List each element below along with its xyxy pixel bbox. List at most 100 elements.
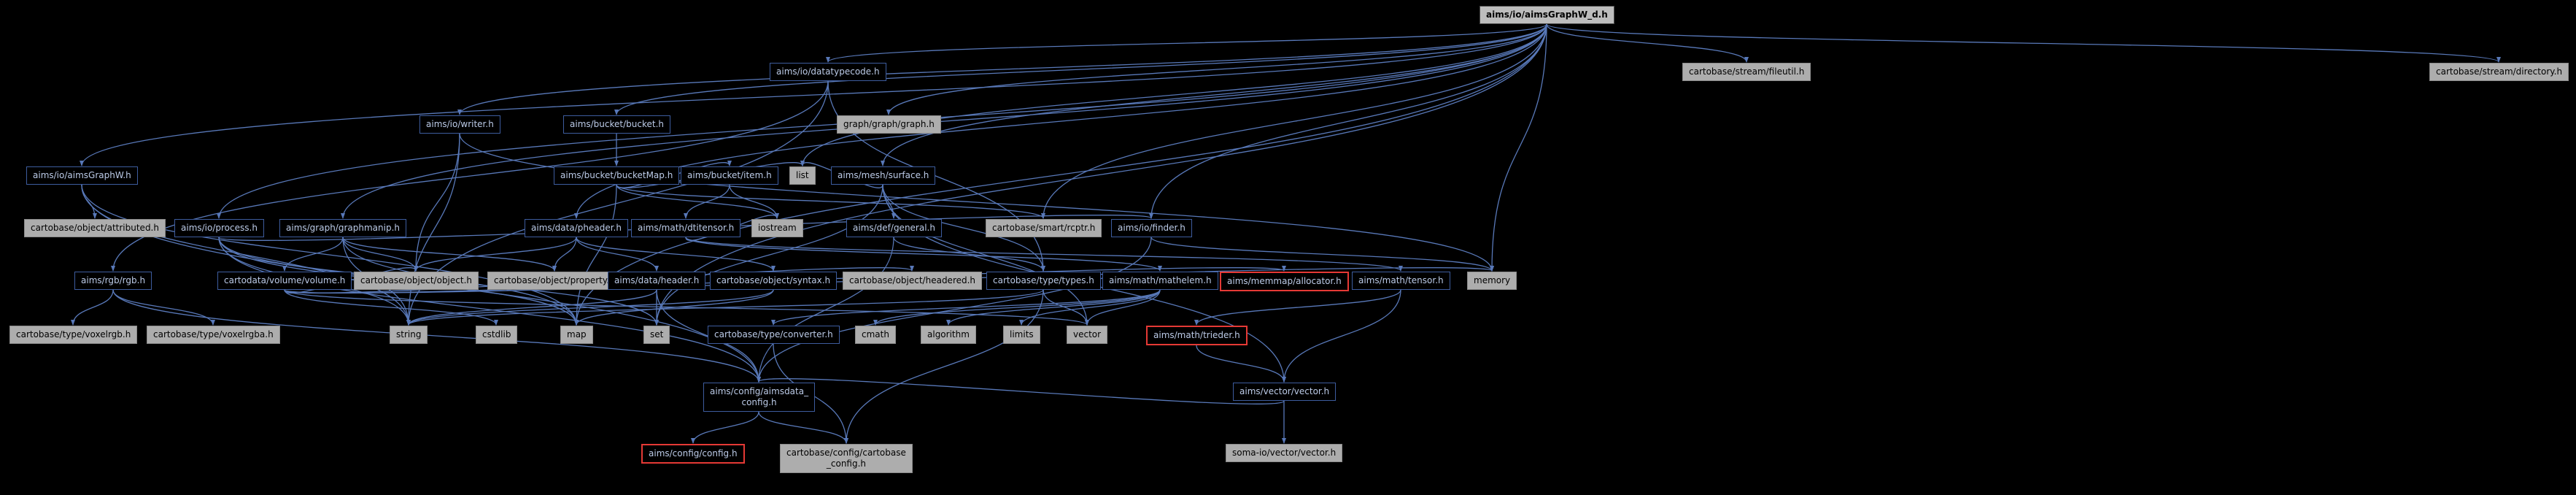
include-edge-general-to-types bbox=[893, 237, 1045, 272]
include-edge-rgb-to-voxelrgba bbox=[112, 289, 215, 326]
include-edge-dtitensor-to-mathelem bbox=[685, 237, 1162, 272]
include-node-headered: cartobase/object/headered.h bbox=[843, 272, 983, 290]
include-edge-tensor-to-aimsvector bbox=[1282, 289, 1401, 383]
include-node-item[interactable]: aims/bucket/item.h bbox=[681, 166, 778, 185]
include-edge-syntax-to-map bbox=[574, 289, 774, 326]
include-edge-surface-to-general bbox=[882, 184, 896, 219]
include-node-aimsdata[interactable]: aims/config/aimsdata_ config.h bbox=[703, 383, 816, 412]
include-edge-types-to-cartobase_config bbox=[844, 289, 1044, 444]
include-edge-volume-to-cstdlib bbox=[284, 289, 498, 326]
include-node-trieder[interactable]: aims/math/trieder.h bbox=[1146, 326, 1248, 345]
include-edge-volume-to-vector bbox=[284, 289, 1089, 326]
include-node-map: map bbox=[560, 326, 593, 344]
include-edge-header-to-string bbox=[406, 289, 657, 326]
include-node-rgb[interactable]: aims/rgb/rgb.h bbox=[74, 272, 152, 290]
include-edge-surface-to-types bbox=[882, 184, 1045, 272]
include-node-rcptr: cartobase/smart/rcptr.h bbox=[986, 219, 1102, 237]
include-edge-main-to-memory bbox=[1490, 23, 1547, 272]
include-edge-rgb-to-aimsdata bbox=[112, 289, 761, 383]
include-node-config[interactable]: aims/config/config.h bbox=[641, 444, 745, 464]
include-node-mathelem[interactable]: aims/math/mathelem.h bbox=[1102, 272, 1218, 290]
include-edge-aimsgraphw-to-map bbox=[81, 184, 579, 326]
include-edge-item-to-dtitensor bbox=[684, 184, 730, 219]
include-edge-surface-to-vector bbox=[882, 184, 1089, 326]
include-node-voxelrgba: cartobase/type/voxelrgba.h bbox=[147, 326, 280, 344]
include-edge-main-to-map bbox=[574, 23, 1547, 326]
include-node-writer[interactable]: aims/io/writer.h bbox=[419, 115, 500, 134]
include-edge-tensor-to-trieder bbox=[1194, 289, 1401, 326]
include-node-general[interactable]: aims/def/general.h bbox=[846, 219, 942, 237]
include-node-object: cartobase/object/object.h bbox=[354, 272, 479, 290]
include-node-cartobase_config: cartobase/config/cartobase _config.h bbox=[780, 444, 913, 473]
include-edge-item-to-iostream bbox=[729, 184, 779, 219]
include-node-memory: memory bbox=[1467, 272, 1517, 290]
include-node-dtitensor[interactable]: aims/math/dtitensor.h bbox=[631, 219, 741, 237]
include-edge-mathelem-to-cmath bbox=[873, 289, 1161, 326]
include-edge-graphmanip-to-volume bbox=[282, 237, 344, 272]
include-node-surface[interactable]: aims/mesh/surface.h bbox=[831, 166, 936, 185]
include-node-syntax[interactable]: cartobase/object/syntax.h bbox=[710, 272, 838, 290]
include-edge-main-to-bucket bbox=[614, 23, 1547, 115]
include-node-header[interactable]: aims/data/header.h bbox=[608, 272, 706, 290]
include-node-cstdlib: cstdlib bbox=[476, 326, 518, 344]
include-node-property: cartobase/object/property.h bbox=[487, 272, 622, 290]
include-node-aimsgraphw[interactable]: aims/io/aimsGraphW.h bbox=[26, 166, 138, 185]
include-node-aimsvector[interactable]: aims/vector/vector.h bbox=[1233, 383, 1337, 401]
include-node-string: string bbox=[390, 326, 428, 344]
include-node-datatypecode[interactable]: aims/io/datatypecode.h bbox=[770, 63, 886, 81]
include-node-somavector: soma-io/vector/vector.h bbox=[1226, 444, 1343, 462]
include-edge-main-to-surface bbox=[881, 23, 1547, 166]
include-edge-finder-to-aimsdata bbox=[757, 237, 1152, 383]
include-edge-main-to-fileutil bbox=[1546, 23, 1749, 63]
include-edge-main-to-pheader bbox=[574, 23, 1547, 219]
include-edge-graphmanip-to-property bbox=[342, 237, 557, 272]
include-edge-general-to-aimsdata bbox=[757, 237, 894, 383]
include-node-cmath: cmath bbox=[855, 326, 896, 344]
include-node-main[interactable]: aims/io/aimsGraphW_d.h bbox=[1480, 6, 1614, 24]
include-edge-aimsdata-to-cartobase_config bbox=[758, 411, 848, 444]
include-node-finder[interactable]: aims/io/finder.h bbox=[1111, 219, 1192, 237]
include-node-limits: limits bbox=[1003, 326, 1040, 344]
include-edge-main-to-graphmanip bbox=[341, 23, 1547, 219]
include-node-algorithm: algorithm bbox=[921, 326, 976, 344]
include-edge-writer-to-object bbox=[414, 133, 460, 272]
include-edge-types-to-string bbox=[406, 289, 1044, 326]
include-edge-process-to-aimsdata bbox=[218, 237, 761, 383]
include-edge-main-to-directory bbox=[1546, 23, 2501, 63]
include-node-pheader[interactable]: aims/data/pheader.h bbox=[525, 219, 628, 237]
include-node-bucketmap[interactable]: aims/bucket/bucketMap.h bbox=[554, 166, 680, 185]
include-node-bucket[interactable]: aims/bucket/bucket.h bbox=[563, 115, 670, 134]
include-edge-main-to-set bbox=[654, 23, 1547, 326]
include-node-tensor[interactable]: aims/math/tensor.h bbox=[1352, 272, 1450, 290]
include-node-volume[interactable]: cartodata/volume/volume.h bbox=[217, 272, 352, 290]
include-edge-bucketmap-to-iostream bbox=[616, 184, 779, 219]
include-edge-bucketmap-to-map bbox=[574, 184, 617, 326]
include-node-list: list bbox=[789, 166, 816, 185]
include-node-types[interactable]: cartobase/type/types.h bbox=[986, 272, 1101, 290]
include-node-process[interactable]: aims/io/process.h bbox=[174, 219, 264, 237]
include-edge-finder-to-memory bbox=[1150, 237, 1494, 272]
include-edge-syntax-to-string bbox=[406, 289, 774, 326]
include-edge-pheader-to-syntax bbox=[576, 237, 775, 272]
include-node-iostream: iostream bbox=[751, 219, 803, 237]
include-node-fileutil: cartobase/stream/fileutil.h bbox=[1682, 63, 1811, 81]
include-edge-main-to-graphh bbox=[886, 23, 1547, 115]
include-edge-aimsdata-to-config bbox=[691, 411, 759, 444]
include-edge-pheader-to-header bbox=[576, 237, 659, 272]
include-edge-dtitensor-to-tensor bbox=[685, 237, 1403, 272]
include-edge-surface-to-set bbox=[654, 184, 883, 326]
include-edge-main-to-aimsgraphw bbox=[80, 23, 1547, 166]
include-edge-main-to-list bbox=[800, 23, 1547, 166]
include-edge-pheader-to-object bbox=[414, 237, 577, 272]
include-edge-main-to-datatypecode bbox=[826, 23, 1547, 63]
include-edge-aimsgraphw-to-string bbox=[81, 184, 411, 326]
include-node-graphmanip[interactable]: aims/graph/graphmanip.h bbox=[279, 219, 406, 237]
include-node-converter[interactable]: cartobase/type/converter.h bbox=[708, 326, 840, 344]
include-edge-mathelem-to-limits bbox=[1019, 289, 1161, 326]
include-node-allocator[interactable]: aims/memmap/allocator.h bbox=[1220, 272, 1349, 291]
include-edge-aimsvector-to-aimsdata bbox=[757, 376, 1285, 404]
include-edge-mathelem-to-vector bbox=[1085, 289, 1161, 326]
include-node-directory: cartobase/stream/directory.h bbox=[2429, 63, 2569, 81]
